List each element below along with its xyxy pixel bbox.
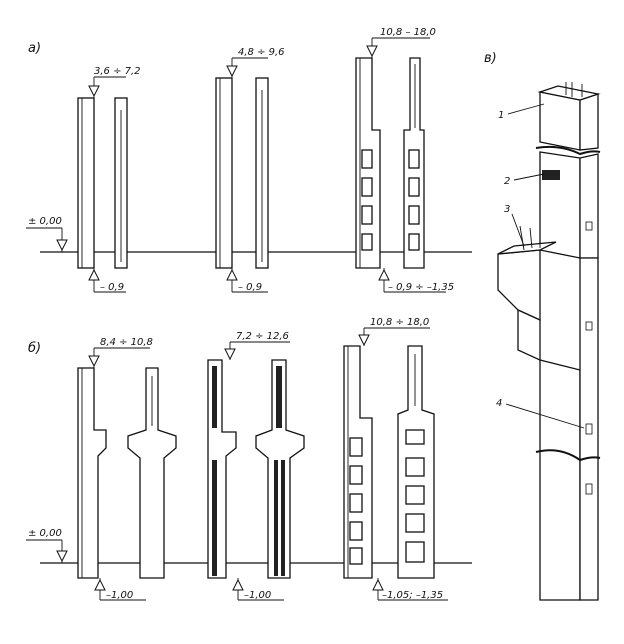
row-a-col3-side-window xyxy=(408,149,420,169)
upper-shaft-cap xyxy=(537,85,601,101)
row-b-column-2: 7,2 ÷ 12,6 –1,00 xyxy=(207,331,305,601)
row-b-col2-side-reinforcement xyxy=(274,460,278,576)
row-a-col1-depth: – 0,9 xyxy=(100,282,124,293)
callout-2: 2 xyxy=(504,176,510,187)
row-a-column-3: 10,8 – 18,0 – 0,9 ÷ –1,35 xyxy=(355,27,454,293)
row-b-datum-label: ± 0,00 xyxy=(28,528,62,539)
row-b-col3-window xyxy=(349,437,363,457)
row-b-col2-depth: –1,00 xyxy=(244,590,271,601)
row-b-col3-height: 10,8 ÷ 18,0 xyxy=(370,317,429,328)
anchor-detail xyxy=(585,423,593,435)
row-b-col3-side-window xyxy=(405,513,425,533)
anchor-detail xyxy=(585,321,593,331)
row-b-column-1: 8,4 ÷ 10,8 –1,00 xyxy=(77,337,177,601)
row-b-col3-side-window xyxy=(405,429,425,445)
row-a-column-2: 4,8 ÷ 9,6 – 0,9 xyxy=(215,47,285,293)
row-b-col2-reinforcement xyxy=(212,366,217,428)
upper-shaft-side xyxy=(579,153,599,259)
callout-2-leader xyxy=(513,173,545,181)
row-a-column-1: 3,6 ÷ 7,2 – 0,9 xyxy=(77,66,141,293)
row-a-datum-label: ± 0,00 xyxy=(28,216,62,227)
row-b-col1-depth: –1,00 xyxy=(106,590,133,601)
row-b-col2-reinforcement xyxy=(212,460,217,576)
row-a-col3-window xyxy=(361,149,373,169)
row-b-col3-side-window xyxy=(405,457,425,477)
row-a-label: а) xyxy=(28,41,41,56)
callout-4: 4 xyxy=(496,398,502,409)
row-a-col2-front xyxy=(215,77,233,269)
row-a-col3-height: 10,8 – 18,0 xyxy=(380,27,436,38)
row-a-col1-depth-arrow-icon xyxy=(88,268,100,281)
insert-plate xyxy=(542,170,560,180)
row-b-label: б) xyxy=(28,341,41,356)
row-a-col1-height-arrow-icon xyxy=(88,85,100,98)
lower-break-line xyxy=(535,449,601,462)
row-b-col2-side xyxy=(255,359,305,579)
row-b-col2-depth-arrow-icon xyxy=(232,578,244,591)
row-a-col2-depth: – 0,9 xyxy=(238,282,262,293)
row-a-datum-arrow-icon xyxy=(56,239,68,252)
upper-shaft-side-top xyxy=(579,93,599,151)
panel-c: в) 1 2 3 4 xyxy=(484,51,601,601)
callout-3-leader xyxy=(511,213,525,247)
anchor-detail xyxy=(585,483,593,495)
upper-shaft-top-face xyxy=(539,91,581,151)
row-b-datum-arrow-icon xyxy=(56,550,68,563)
row-a-col3-depth: – 0,9 ÷ –1,35 xyxy=(388,282,454,293)
row-a-col2-height-arrow-icon xyxy=(226,65,238,78)
row-b-col3-window xyxy=(349,547,363,565)
row-b-col3-depth-arrow-icon xyxy=(372,578,384,591)
row-a-col1-height: 3,6 ÷ 7,2 xyxy=(94,66,141,77)
row-b: б) ± 0,00 8,4 ÷ 10,8 –1,00 xyxy=(26,317,472,601)
row-b-col2-height-arrow-icon xyxy=(224,348,236,361)
row-b-col3-height-arrow-icon xyxy=(358,334,370,347)
row-a-col3-window xyxy=(361,233,373,251)
row-b-col3-window xyxy=(349,465,363,485)
row-a-col2-depth-arrow-icon xyxy=(226,268,238,281)
row-b-col3-window xyxy=(349,521,363,541)
row-b-col3-front xyxy=(343,345,373,579)
row-b-col2-side-reinforcement xyxy=(276,366,282,428)
upper-shaft-front xyxy=(539,151,581,259)
row-b-col3-depth: –1,05; –1,35 xyxy=(382,590,443,601)
row-b-col3-side-window xyxy=(405,541,425,563)
row-a: а) ± 0,00 3,6 ÷ 7,2 – 0,9 xyxy=(26,27,472,293)
row-b-col1-height: 8,4 ÷ 10,8 xyxy=(100,337,153,348)
row-a-col2-height: 4,8 ÷ 9,6 xyxy=(238,47,285,58)
console-front xyxy=(497,249,541,322)
callout-1: 1 xyxy=(498,110,504,121)
row-a-col1-front xyxy=(77,97,95,269)
row-b-col1-depth-arrow-icon xyxy=(94,578,106,591)
panel-c-label: в) xyxy=(484,51,497,66)
row-b-col3-side-window xyxy=(405,485,425,505)
row-b-col1-side xyxy=(127,367,177,579)
row-b-col1-front xyxy=(77,367,107,579)
console-rebar xyxy=(519,225,525,251)
callout-3: 3 xyxy=(504,204,510,215)
console-rebar xyxy=(529,227,533,249)
row-a-col3-side-window xyxy=(408,177,420,197)
callout-4-leader xyxy=(505,403,585,429)
row-a-col3-depth-arrow-icon xyxy=(378,268,390,281)
console-top xyxy=(497,241,557,255)
row-b-col2-height: 7,2 ÷ 12,6 xyxy=(236,331,289,342)
row-b-col2-side-reinforcement xyxy=(281,460,285,576)
row-a-col3-side-window xyxy=(408,205,420,225)
upper-break-line xyxy=(535,145,601,156)
callout-1-leader xyxy=(507,103,545,115)
row-a-col3-height-arrow-icon xyxy=(366,45,378,58)
anchor-detail xyxy=(585,221,593,231)
row-a-col3-side-window xyxy=(408,233,420,251)
row-a-col3-window xyxy=(361,205,373,225)
row-b-column-3: 10,8 ÷ 18,0 –1,05; –1,35 xyxy=(343,317,448,601)
row-b-col1-height-arrow-icon xyxy=(88,355,100,368)
row-a-col3-window xyxy=(361,177,373,197)
row-b-col3-window xyxy=(349,493,363,513)
